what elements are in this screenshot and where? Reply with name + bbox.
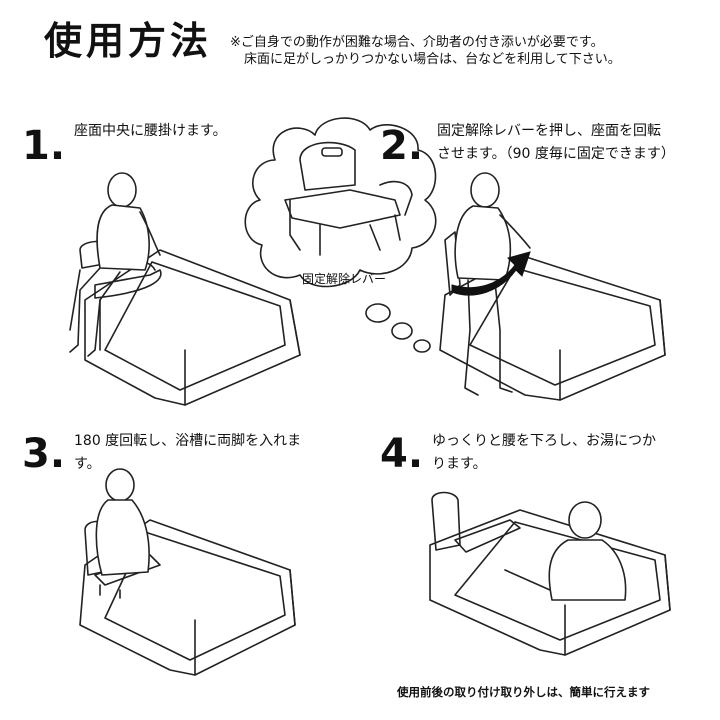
step2-seat-back [444, 231, 461, 296]
step-2-line-1: 固定解除レバーを押し、座面を回転 [437, 123, 661, 139]
step1-person-head [107, 172, 137, 208]
bubble-cloud [244, 117, 437, 288]
step-3-number: 3. [22, 431, 66, 477]
caution-note-2: 床面に足がしっかりつかない場合は、台などを利用して下さい。 [244, 52, 621, 67]
caution-note-1: ※ご自身での動作が困難な場合、介助者の付き添いが必要です。 [230, 35, 604, 50]
step2-person-head [470, 172, 500, 208]
step-4-line-2: ります。 [432, 456, 487, 472]
step1-illustration [69, 172, 301, 406]
step-3-text: 180 度回転し、浴槽に両脚を入れま す。 [74, 430, 301, 476]
step-1-number: 1. [22, 123, 66, 169]
closeup-seat-back [299, 141, 356, 191]
caution-notes: ※ご自身での動作が困難な場合、介助者の付き添いが必要です。 床面に足がしっかりつ… [230, 34, 621, 68]
step-1-line-1: 座面中央に腰掛けます。 [74, 123, 227, 139]
step1-person-body [96, 204, 150, 271]
step1-tub-inner [104, 261, 286, 391]
footer-note: 使用前後の取り付け取り外しは、簡単に行えます [397, 685, 650, 699]
step3-illustration [79, 468, 296, 676]
lever-label: 固定解除レバー [302, 272, 387, 286]
step-4-number: 4. [380, 431, 424, 477]
step-4-text: ゆっくりと腰を下ろし、お湯につか ります。 [432, 430, 656, 476]
step4-illustration [429, 491, 671, 656]
step-1-text: 座面中央に腰掛けます。 [74, 120, 227, 143]
step2-illustration [439, 172, 666, 401]
step-3-line-2: す。 [74, 456, 101, 472]
page-title: 使用方法 [44, 19, 213, 63]
rotate-arrow-icon [451, 251, 531, 296]
step-4-line-1: ゆっくりと腰を下ろし、お湯につか [432, 433, 656, 449]
thought-bubble [244, 117, 437, 353]
step3-person-body [95, 499, 150, 576]
step4-person-body [548, 539, 627, 601]
step2-person-body [454, 205, 512, 281]
step4-person-head [568, 501, 602, 539]
step-2-line-2: させます。（90 度毎に固定できます） [437, 146, 675, 162]
step-3-line-1: 180 度回転し、浴槽に両脚を入れま [74, 433, 302, 449]
step-2-text: 固定解除レバーを押し、座面を回転 させます。（90 度毎に固定できます） [437, 120, 675, 166]
closeup-seat [284, 189, 401, 229]
step-2-number: 2. [380, 123, 424, 169]
